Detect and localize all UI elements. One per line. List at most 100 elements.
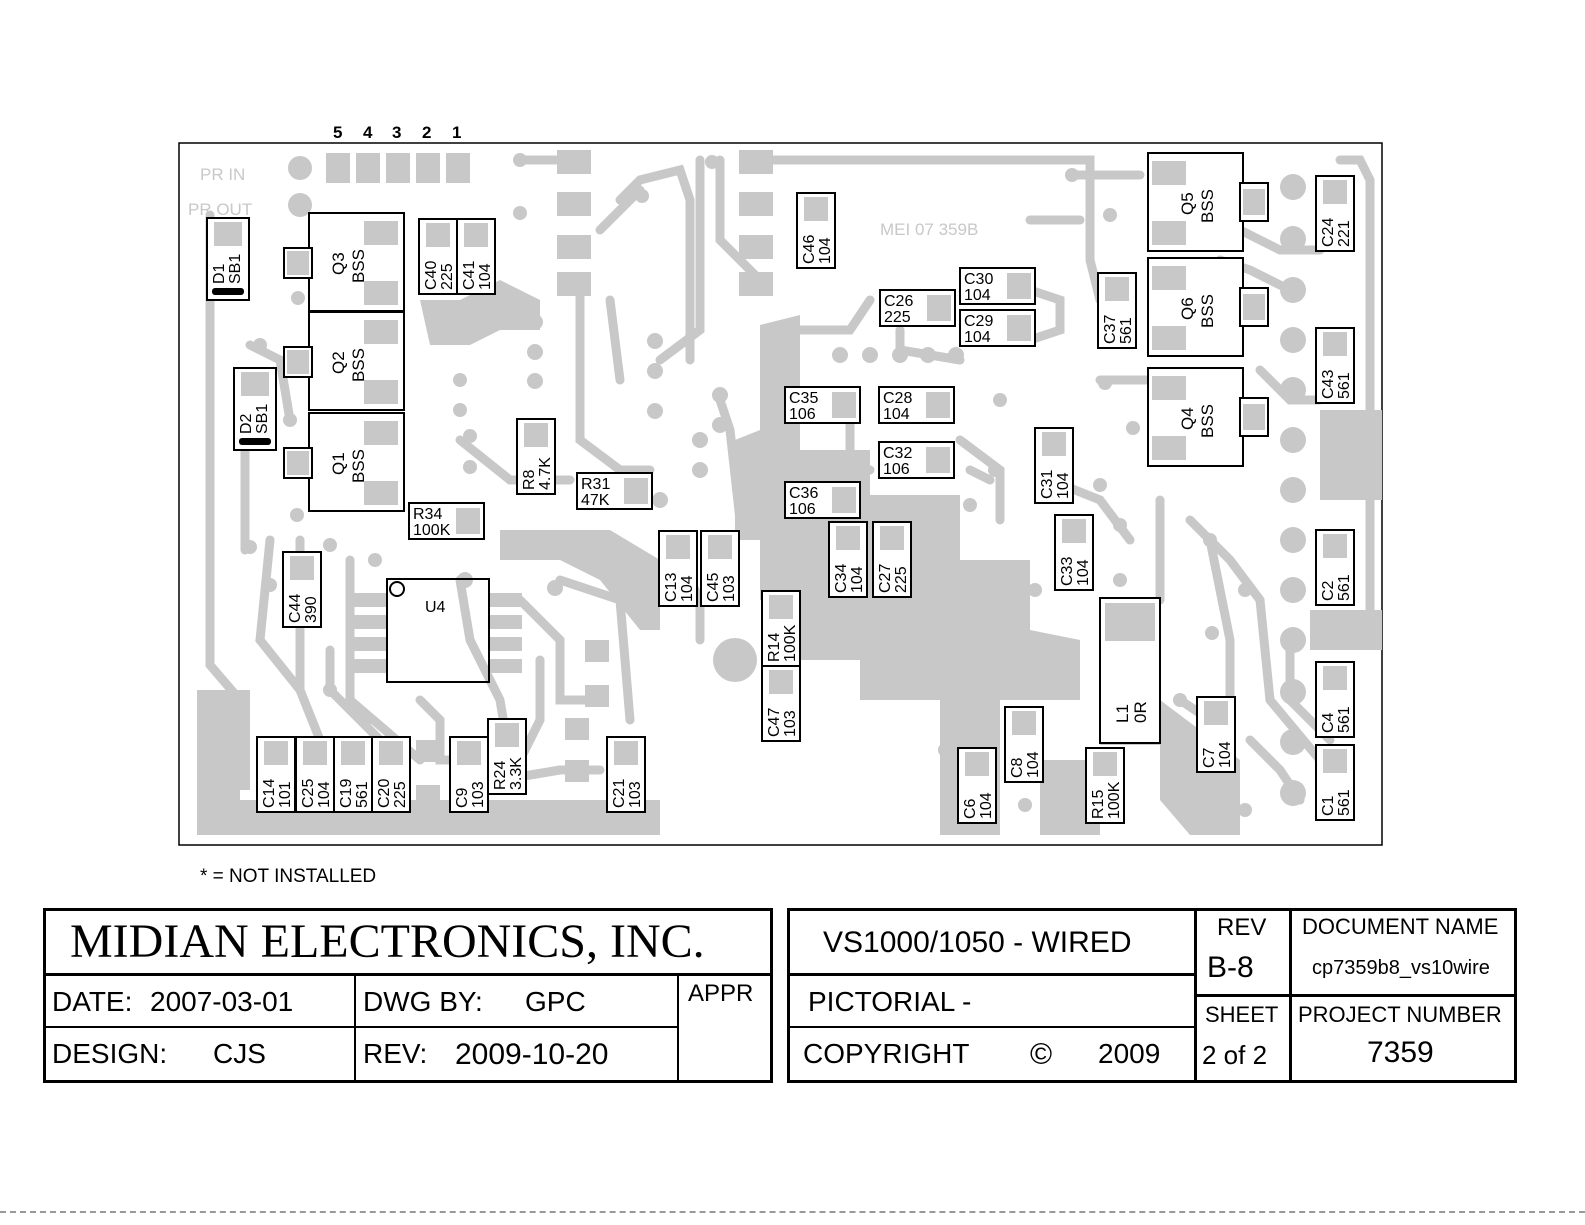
- component-ref: C31: [1039, 470, 1056, 499]
- pad: [1243, 189, 1265, 215]
- doc-name-value: cp7359b8_vs10wire: [1312, 957, 1490, 979]
- pad: [364, 320, 398, 344]
- pin-label-3: 3: [392, 123, 402, 142]
- doc-name-label: DOCUMENT NAME: [1302, 914, 1499, 939]
- tb-right-hline-3: [1194, 994, 1517, 997]
- component-ref: C35: [789, 390, 818, 407]
- tb-right-hline-1: [787, 973, 1196, 976]
- component-value: 225: [893, 566, 910, 593]
- component-value: BSS: [1198, 189, 1217, 223]
- pad: [241, 372, 269, 396]
- component-value: 104: [679, 575, 696, 602]
- component-ref: D2: [238, 413, 255, 434]
- component-ref: C32: [883, 445, 912, 462]
- pad: [927, 295, 951, 321]
- pad: [926, 447, 950, 473]
- component-ref: C20: [376, 779, 393, 808]
- pad: [290, 556, 314, 580]
- pad: [303, 741, 327, 765]
- pad: [1012, 711, 1036, 735]
- component-value: 104: [964, 287, 991, 304]
- component-ref: C19: [338, 779, 355, 808]
- component-value: BSS: [1198, 404, 1217, 438]
- component-value: SB1: [227, 254, 244, 284]
- component-ref: C7: [1201, 747, 1218, 768]
- pad: [287, 451, 309, 475]
- pr-out-label: PR OUT: [188, 200, 252, 219]
- component-value: 104: [849, 566, 866, 593]
- component-ref: C34: [833, 564, 850, 593]
- component-ref: C4: [1320, 712, 1337, 733]
- pad: [364, 380, 398, 404]
- component-value: 47K: [581, 492, 610, 509]
- component-body: [418, 218, 458, 295]
- component-value: 100K: [782, 624, 799, 662]
- pad: [364, 481, 398, 505]
- pad: [264, 741, 288, 765]
- pin-label-5: 5: [333, 123, 343, 142]
- pad: [524, 423, 548, 447]
- component-ref: Q1: [329, 452, 348, 475]
- board-id-plate: [862, 217, 1022, 241]
- board-id-label: MEI 07 359B: [880, 220, 978, 239]
- component-ref: C29: [964, 313, 993, 330]
- component-body: [957, 747, 997, 824]
- component-value: 0R: [1131, 701, 1150, 723]
- pad: [1323, 749, 1347, 773]
- pad: [214, 222, 242, 246]
- component-value: 106: [789, 406, 816, 423]
- sheet-value: 2 of 2: [1202, 1040, 1268, 1070]
- component-ref: Q2: [329, 351, 348, 374]
- component-value: BSS: [1198, 294, 1217, 328]
- component-value: 104: [1217, 741, 1234, 768]
- pad: [464, 223, 488, 247]
- pcb-pictorial: MEI 07 359B PR IN PR OUT U4 D1SB1D2SB1Q3…: [178, 142, 1383, 846]
- component-ref: R24: [492, 761, 509, 790]
- component-ref: R15: [1090, 790, 1107, 819]
- component-ref: C13: [663, 573, 680, 602]
- pad: [1323, 180, 1347, 204]
- pad: [1243, 404, 1265, 430]
- rev-header: REV: [1217, 914, 1267, 941]
- component-value: 561: [1336, 574, 1353, 601]
- component-value: 4.7K: [537, 457, 554, 490]
- pad: [341, 741, 365, 765]
- pad: [287, 350, 309, 374]
- component-ref: Q4: [1178, 407, 1197, 430]
- pad: [364, 281, 398, 305]
- pad: [1152, 161, 1186, 185]
- pad: [1042, 432, 1066, 456]
- component-ref: C45: [705, 573, 722, 602]
- component-ref: Q3: [329, 252, 348, 275]
- component-value: 103: [721, 575, 738, 602]
- not-installed-note: * = NOT INSTALLED: [200, 866, 377, 887]
- pad: [364, 221, 398, 245]
- pad: [456, 508, 480, 534]
- pad: [1152, 436, 1186, 460]
- component-value: 104: [1025, 751, 1042, 778]
- component-value: SB1: [254, 404, 271, 434]
- component-value: 561: [354, 781, 371, 808]
- component-value: 104: [964, 329, 991, 346]
- component-ref: C44: [287, 594, 304, 623]
- tb-left-vline-1: [354, 975, 356, 1083]
- component-ref: C24: [1320, 218, 1337, 247]
